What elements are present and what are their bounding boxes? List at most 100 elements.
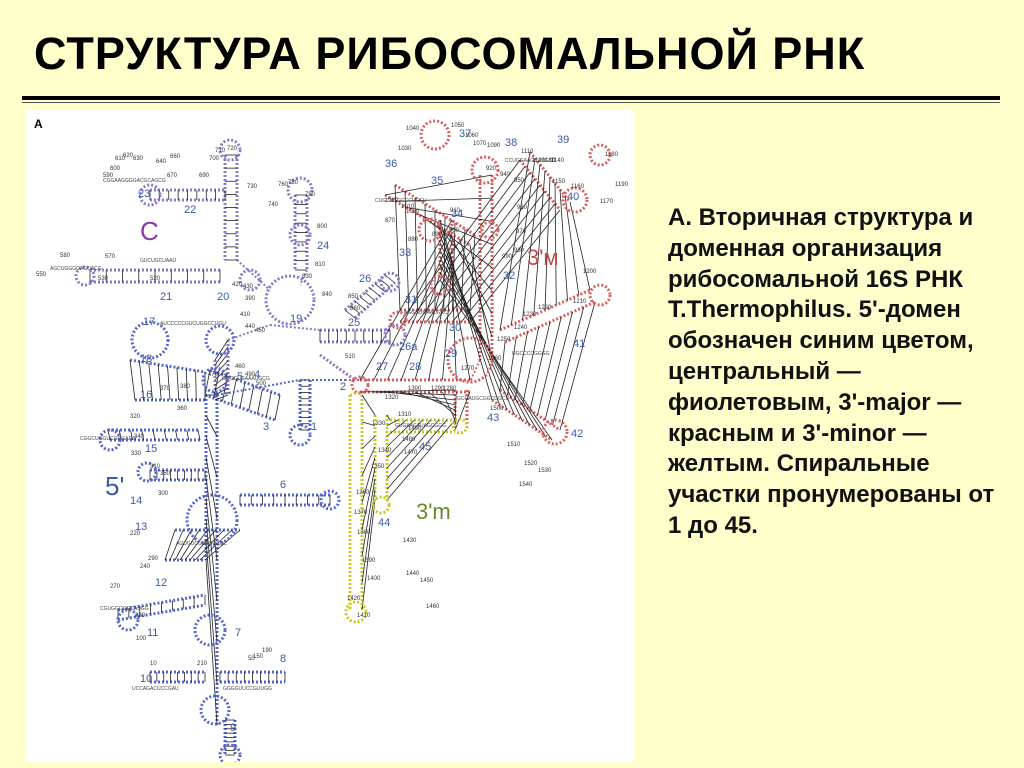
- base-pair: [384, 274, 396, 284]
- position-number: 1380: [357, 530, 371, 536]
- position-number: 800: [317, 224, 328, 230]
- position-number: 330: [131, 451, 142, 457]
- helix-number-28: 28: [409, 361, 421, 373]
- base-pair: [387, 234, 453, 381]
- loop-central: [264, 274, 316, 326]
- sequence-fragment: UGCCCCGGGG: [512, 351, 550, 357]
- helix-number-4: 4: [254, 369, 260, 381]
- base-pair: [564, 195, 580, 296]
- loop-five-prime: [199, 694, 231, 726]
- position-number: 740: [268, 202, 279, 208]
- position-number: 210: [197, 661, 208, 667]
- position-number: 1440: [406, 571, 420, 577]
- sequence-fragment: UCCAGACUCCGAU: [132, 686, 179, 692]
- helix-number-10: 10: [140, 673, 152, 685]
- position-number: 910: [450, 208, 461, 214]
- domain-label-3prime-minor: 3'm: [416, 499, 451, 524]
- base-pair: [400, 242, 453, 381]
- position-number: 620: [123, 153, 134, 159]
- base-pair: [559, 189, 568, 301]
- base-pair: [205, 436, 218, 478]
- loop-five-prime: [98, 428, 122, 452]
- base-pair: [395, 197, 493, 202]
- loop-three-major: [588, 283, 612, 307]
- title-underline: [22, 96, 1000, 100]
- position-number: 1270: [461, 366, 475, 372]
- base-pair: [148, 362, 153, 401]
- base-pair: [514, 331, 528, 401]
- helix-number-6: 6: [280, 479, 286, 491]
- position-number: 1540: [519, 482, 533, 488]
- base-pair: [175, 429, 178, 441]
- loop-three-minor: [451, 417, 469, 435]
- position-number: 310: [150, 464, 161, 470]
- base-pair: [404, 191, 410, 311]
- sequence-fragment: AGUGUCUCAGUCCC: [176, 541, 227, 547]
- base-pair: [164, 529, 176, 561]
- base-pair: [537, 316, 562, 416]
- position-number: 1510: [507, 442, 521, 448]
- base-pair: [361, 446, 376, 476]
- helix-number-22: 22: [184, 204, 196, 216]
- position-number: 900: [449, 228, 460, 234]
- position-number: 1500: [490, 406, 504, 412]
- base-pair: [386, 419, 431, 469]
- base-pair: [386, 419, 456, 501]
- base-pair: [205, 415, 218, 437]
- base-pair: [199, 529, 233, 561]
- position-number: 340: [134, 434, 145, 440]
- base-pair: [386, 414, 391, 421]
- loop-central: [288, 223, 312, 247]
- base-pair: [197, 429, 201, 441]
- base-pair: [248, 385, 255, 411]
- base-pair: [458, 238, 493, 338]
- panel-label: A: [34, 117, 43, 131]
- loop-three-major: [388, 310, 408, 330]
- sequence-fragment: CGUGGCGGCAUGG: [100, 606, 149, 612]
- loop-five-prime: [136, 461, 158, 483]
- position-number: 810: [315, 262, 326, 268]
- base-pair: [361, 394, 376, 416]
- position-number: 1000: [406, 209, 420, 215]
- sequence-fragment: GGGGUUCCGUUGG: [223, 686, 272, 692]
- base-pair: [359, 389, 456, 393]
- position-number: 1470: [404, 450, 418, 456]
- base-pair: [214, 360, 229, 376]
- position-number: 570: [105, 254, 116, 260]
- domain-label-central: C: [140, 216, 159, 246]
- position-number: 890: [432, 232, 443, 238]
- base-pair: [507, 336, 517, 396]
- helix-number-16: 16: [140, 389, 152, 401]
- backbone-central: [227, 324, 271, 341]
- base-pair: [399, 159, 521, 323]
- base-pair: [469, 244, 493, 361]
- base-pair: [451, 279, 471, 381]
- loop-three-major: [419, 119, 451, 151]
- base-pair: [167, 365, 171, 401]
- rrna-diagram-svg: AC3'м3'm5'123456789101112131415161718192…: [34, 117, 629, 762]
- sequence-fragment: AGCUGGGGAGUACG: [50, 266, 102, 272]
- position-number: 730: [247, 184, 258, 190]
- base-pair: [544, 311, 573, 421]
- position-number: 1240: [514, 325, 528, 331]
- position-number: 240: [140, 564, 151, 570]
- base-pair: [460, 203, 556, 323]
- base-pair: [544, 176, 551, 311]
- sequence-fragment: AUCCCCCGUCUGGCCUGU: [160, 321, 226, 327]
- position-number: 430: [243, 284, 254, 290]
- position-number: 960: [517, 205, 528, 211]
- position-number: 1150: [552, 179, 566, 185]
- position-number: 220: [130, 531, 141, 537]
- base-pair: [510, 158, 536, 326]
- sequence-fragment: CUGCUGGCCCUCGU: [375, 198, 427, 204]
- base-pair: [414, 249, 453, 381]
- position-number: 980: [514, 248, 525, 254]
- base-pair: [408, 166, 526, 323]
- position-number: 500: [256, 381, 267, 387]
- base-pair: [454, 391, 471, 431]
- base-pair: [361, 457, 376, 503]
- position-number: 390: [245, 296, 256, 302]
- base-pair: [344, 309, 356, 319]
- base-pair: [274, 394, 281, 421]
- position-number: 580: [60, 253, 71, 259]
